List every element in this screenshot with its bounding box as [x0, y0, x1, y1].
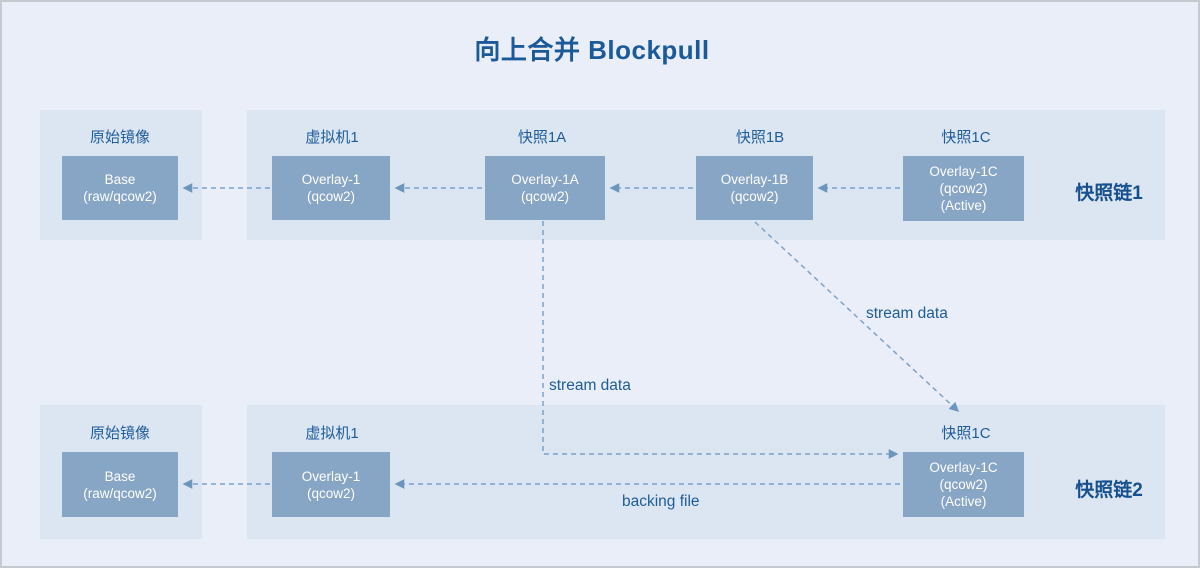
node-text-line: (qcow2) — [306, 485, 355, 501]
label-origin-image-bottom: 原始镜像 — [89, 425, 151, 442]
node-text-line: (qcow2) — [730, 189, 779, 204]
node-text-line: (qcow2) — [520, 189, 569, 204]
chain1-label: 快照链1 — [1075, 183, 1143, 204]
stream-data-label-right: stream data — [866, 305, 948, 322]
node-overlay1a: Overlay-1A (qcow2) — [485, 156, 605, 220]
node-text-line: (qcow2) — [939, 477, 988, 492]
node-text-line: Overlay-1 — [301, 468, 361, 484]
label-vm1-top: 虚拟机1 — [305, 129, 359, 146]
label-snapshot1a: 快照1A — [517, 129, 567, 146]
node-text-line: Overlay-1 — [301, 172, 361, 187]
label-vm1-bottom: 虚拟机1 — [305, 425, 359, 442]
label-origin-image-top: 原始镜像 — [89, 129, 151, 146]
node-text-line: (raw/qcow2) — [83, 189, 157, 204]
node-text-line: Overlay-1C — [929, 460, 998, 475]
node-text-line: (Active) — [940, 198, 987, 213]
node-base-bottom: Base (raw/qcow2) — [62, 452, 178, 517]
page-title: 向上合并 Blockpull — [474, 35, 710, 65]
chain2-label: 快照链2 — [1075, 480, 1143, 501]
node-overlay1-bottom: Overlay-1 (qcow2) — [272, 452, 390, 517]
node-text-line: Base — [104, 172, 136, 187]
node-text-line: (raw/qcow2) — [83, 485, 157, 501]
node-overlay1c-bottom: Overlay-1C (qcow2) (Active) — [903, 452, 1024, 517]
node-text-line: (qcow2) — [939, 181, 988, 196]
stream-data-label-left: stream data — [549, 377, 631, 394]
backing-file-label: backing file — [622, 493, 700, 510]
label-snapshot1c-top: 快照1C — [941, 129, 991, 146]
node-overlay1b: Overlay-1B (qcow2) — [696, 156, 813, 220]
node-text-line: Overlay-1A — [511, 172, 579, 187]
node-overlay1c-top: Overlay-1C (qcow2) (Active) — [903, 156, 1024, 221]
node-text-line: Base — [104, 468, 136, 484]
node-text-line: Overlay-1B — [720, 172, 789, 187]
label-snapshot1b: 快照1B — [735, 129, 785, 146]
node-text-line: (Active) — [940, 494, 987, 509]
node-text-line: (qcow2) — [306, 189, 355, 204]
node-overlay1-top: Overlay-1 (qcow2) — [272, 156, 390, 220]
node-base-top: Base (raw/qcow2) — [62, 156, 178, 220]
node-text-line: Overlay-1C — [929, 164, 998, 179]
label-snapshot1c-bottom: 快照1C — [941, 425, 991, 442]
